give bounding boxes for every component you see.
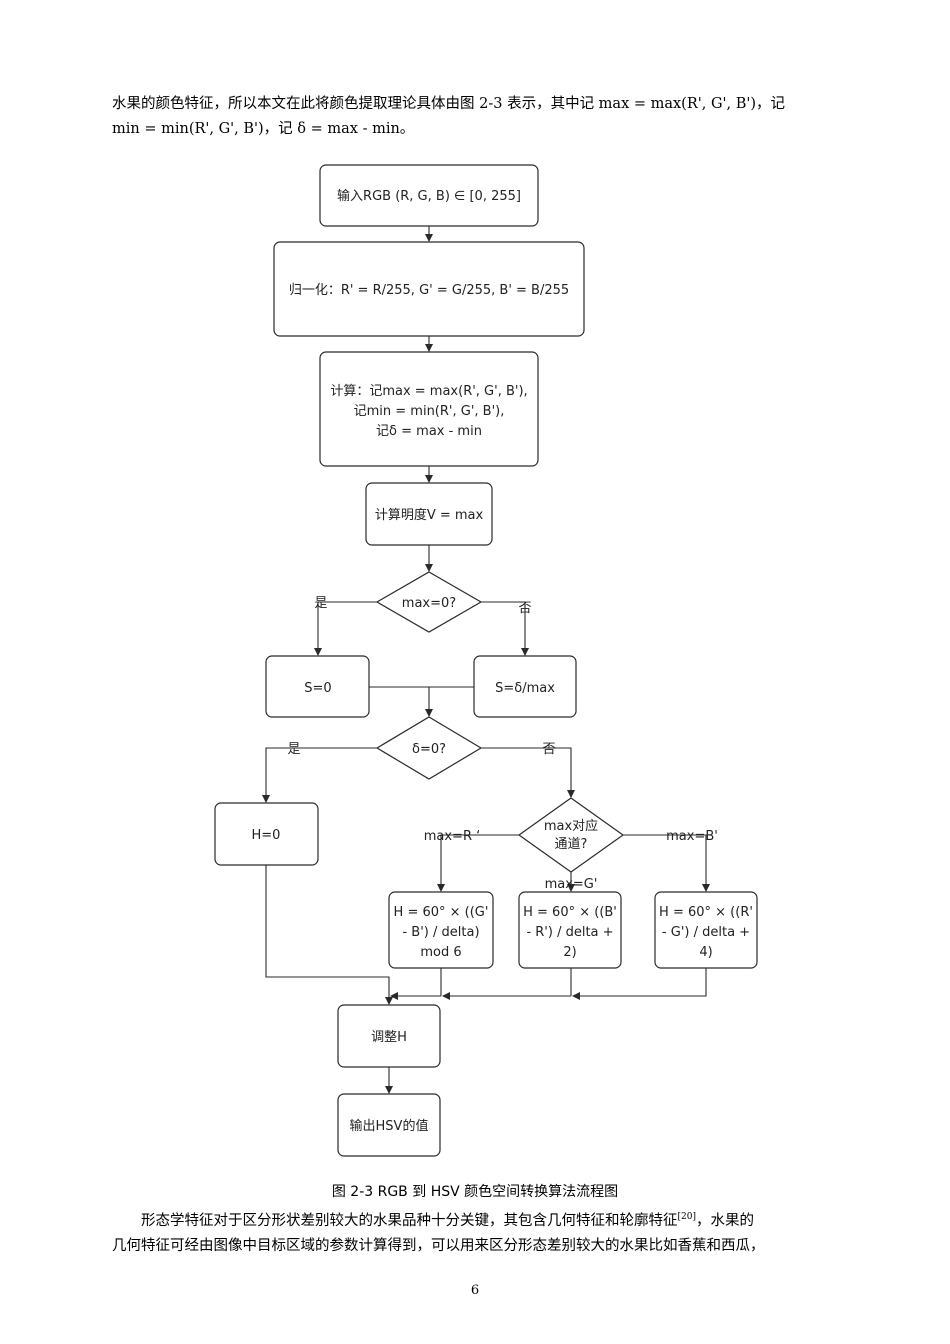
node-output: 输出HSV的值 <box>337 1093 441 1157</box>
body-line-1-after: ，水果的 <box>695 1212 754 1229</box>
node-h-r-line-2: - B') / delta) <box>402 925 479 940</box>
node-compute-line-2: 记min = min(R', G', B'), <box>354 404 505 419</box>
label-max-b: max=B' <box>666 829 718 844</box>
node-s-delta: S=δ/max <box>473 655 577 718</box>
node-h-g: H = 60° × ((B' - R') / delta + 2) <box>518 891 622 969</box>
node-h-r-line-1: H = 60° × ((G' <box>394 905 489 920</box>
citation-ref: [20] <box>677 1212 696 1222</box>
node-h-g-line-3: 2) <box>563 945 576 960</box>
decision-delta-zero: δ=0? <box>375 716 483 780</box>
node-h-zero-text: H=0 <box>252 828 281 843</box>
label-max-r: max=R ‘ <box>424 829 481 844</box>
label-yes-2: 是 <box>287 742 300 757</box>
node-h-g-line-2: - R') / delta + <box>526 925 613 940</box>
edge-no-channel <box>481 747 575 798</box>
intro-line-1: 水果的颜色特征，所以本文在此将颜色提取理论具体由图 2-3 表示，其中记 max… <box>112 96 786 112</box>
node-h-zero: H=0 <box>214 802 319 866</box>
node-input: 输入RGB (R, G, B) ∈ [0, 255] <box>319 164 539 227</box>
node-normalize-text: 归一化：R' = R/255, G' = G/255, B' = B/255 <box>289 283 569 298</box>
node-h-r-line-3: mod 6 <box>420 945 461 960</box>
node-output-text: 输出HSV的值 <box>350 1118 429 1134</box>
node-h-b-line-2: - G') / delta + <box>662 925 750 940</box>
body-paragraph: 形态学特征对于区分形状差别较大的水果品种十分关键，其包含几何特征和轮廓特征[20… <box>112 1205 852 1259</box>
node-compute-v-text: 计算明度V = max <box>375 507 484 523</box>
node-compute-v: 计算明度V = max <box>365 482 493 546</box>
node-s-delta-text: S=δ/max <box>495 681 555 696</box>
node-normalize: 归一化：R' = R/255, G' = G/255, B' = B/255 <box>273 241 585 337</box>
node-h-b-line-3: 4) <box>699 945 712 960</box>
node-h-b-line-1: H = 60° × ((R' <box>659 905 753 920</box>
node-adjust: 调整H <box>337 1004 441 1068</box>
node-h-r: H = 60° × ((G' - B') / delta) mod 6 <box>388 891 494 969</box>
node-s-zero: S=0 <box>265 655 370 718</box>
edge-hb-merge <box>572 968 707 1000</box>
body-line-1-before: 形态学特征对于区分形状差别较大的水果品种十分关键，其包含几何特征和轮廓特征 <box>141 1212 678 1229</box>
decision-channel: max对应 通道? <box>517 797 625 873</box>
body-line-2: 几何特征可经由图像中目标区域的参数计算得到，可以用来区分形态差别较大的水果比如香… <box>112 1237 765 1254</box>
node-compute-line-3: 记δ = max - min <box>376 424 482 439</box>
flowchart-edges <box>262 226 710 1094</box>
decision-channel-line-2: 通道? <box>555 837 588 852</box>
decision-max-zero-text: max=0? <box>402 596 456 611</box>
node-input-text: 输入RGB (R, G, B) ∈ [0, 255] <box>337 188 521 204</box>
edge-max-r <box>437 834 519 892</box>
decision-delta-zero-text: δ=0? <box>412 742 446 757</box>
node-adjust-text: 调整H <box>371 1030 407 1045</box>
edge-no-sdelta <box>481 601 529 656</box>
edge-yes-s0 <box>314 601 377 656</box>
decision-max-zero: max=0? <box>375 571 483 633</box>
figure-caption: 图 2-3 RGB 到 HSV 颜色空间转换算法流程图 <box>331 1184 619 1200</box>
label-no-2: 否 <box>542 742 555 757</box>
label-yes-1: 是 <box>314 596 327 611</box>
page-number: 6 <box>470 1283 480 1298</box>
node-compute-line-1: 计算：记max = max(R', G', B'), <box>330 384 527 399</box>
node-compute: 计算：记max = max(R', G', B'), 记min = min(R'… <box>319 351 539 467</box>
node-s-zero-text: S=0 <box>304 681 331 696</box>
edge-h0-adjust <box>265 865 393 1005</box>
node-h-g-line-1: H = 60° × ((B' <box>523 905 617 920</box>
edge-yes-h0 <box>262 747 377 803</box>
intro-paragraph: 水果的颜色特征，所以本文在此将颜色提取理论具体由图 2-3 表示，其中记 max… <box>112 92 852 142</box>
label-max-g: max=G' <box>545 877 598 892</box>
intro-line-2: min = min(R', G', B')，记 δ = max - min。 <box>112 121 415 137</box>
label-no-1: 否 <box>518 601 531 616</box>
node-h-b: H = 60° × ((R' - G') / delta + 4) <box>654 891 758 969</box>
decision-channel-line-1: max对应 <box>544 818 598 834</box>
edge-max-b <box>623 834 710 892</box>
